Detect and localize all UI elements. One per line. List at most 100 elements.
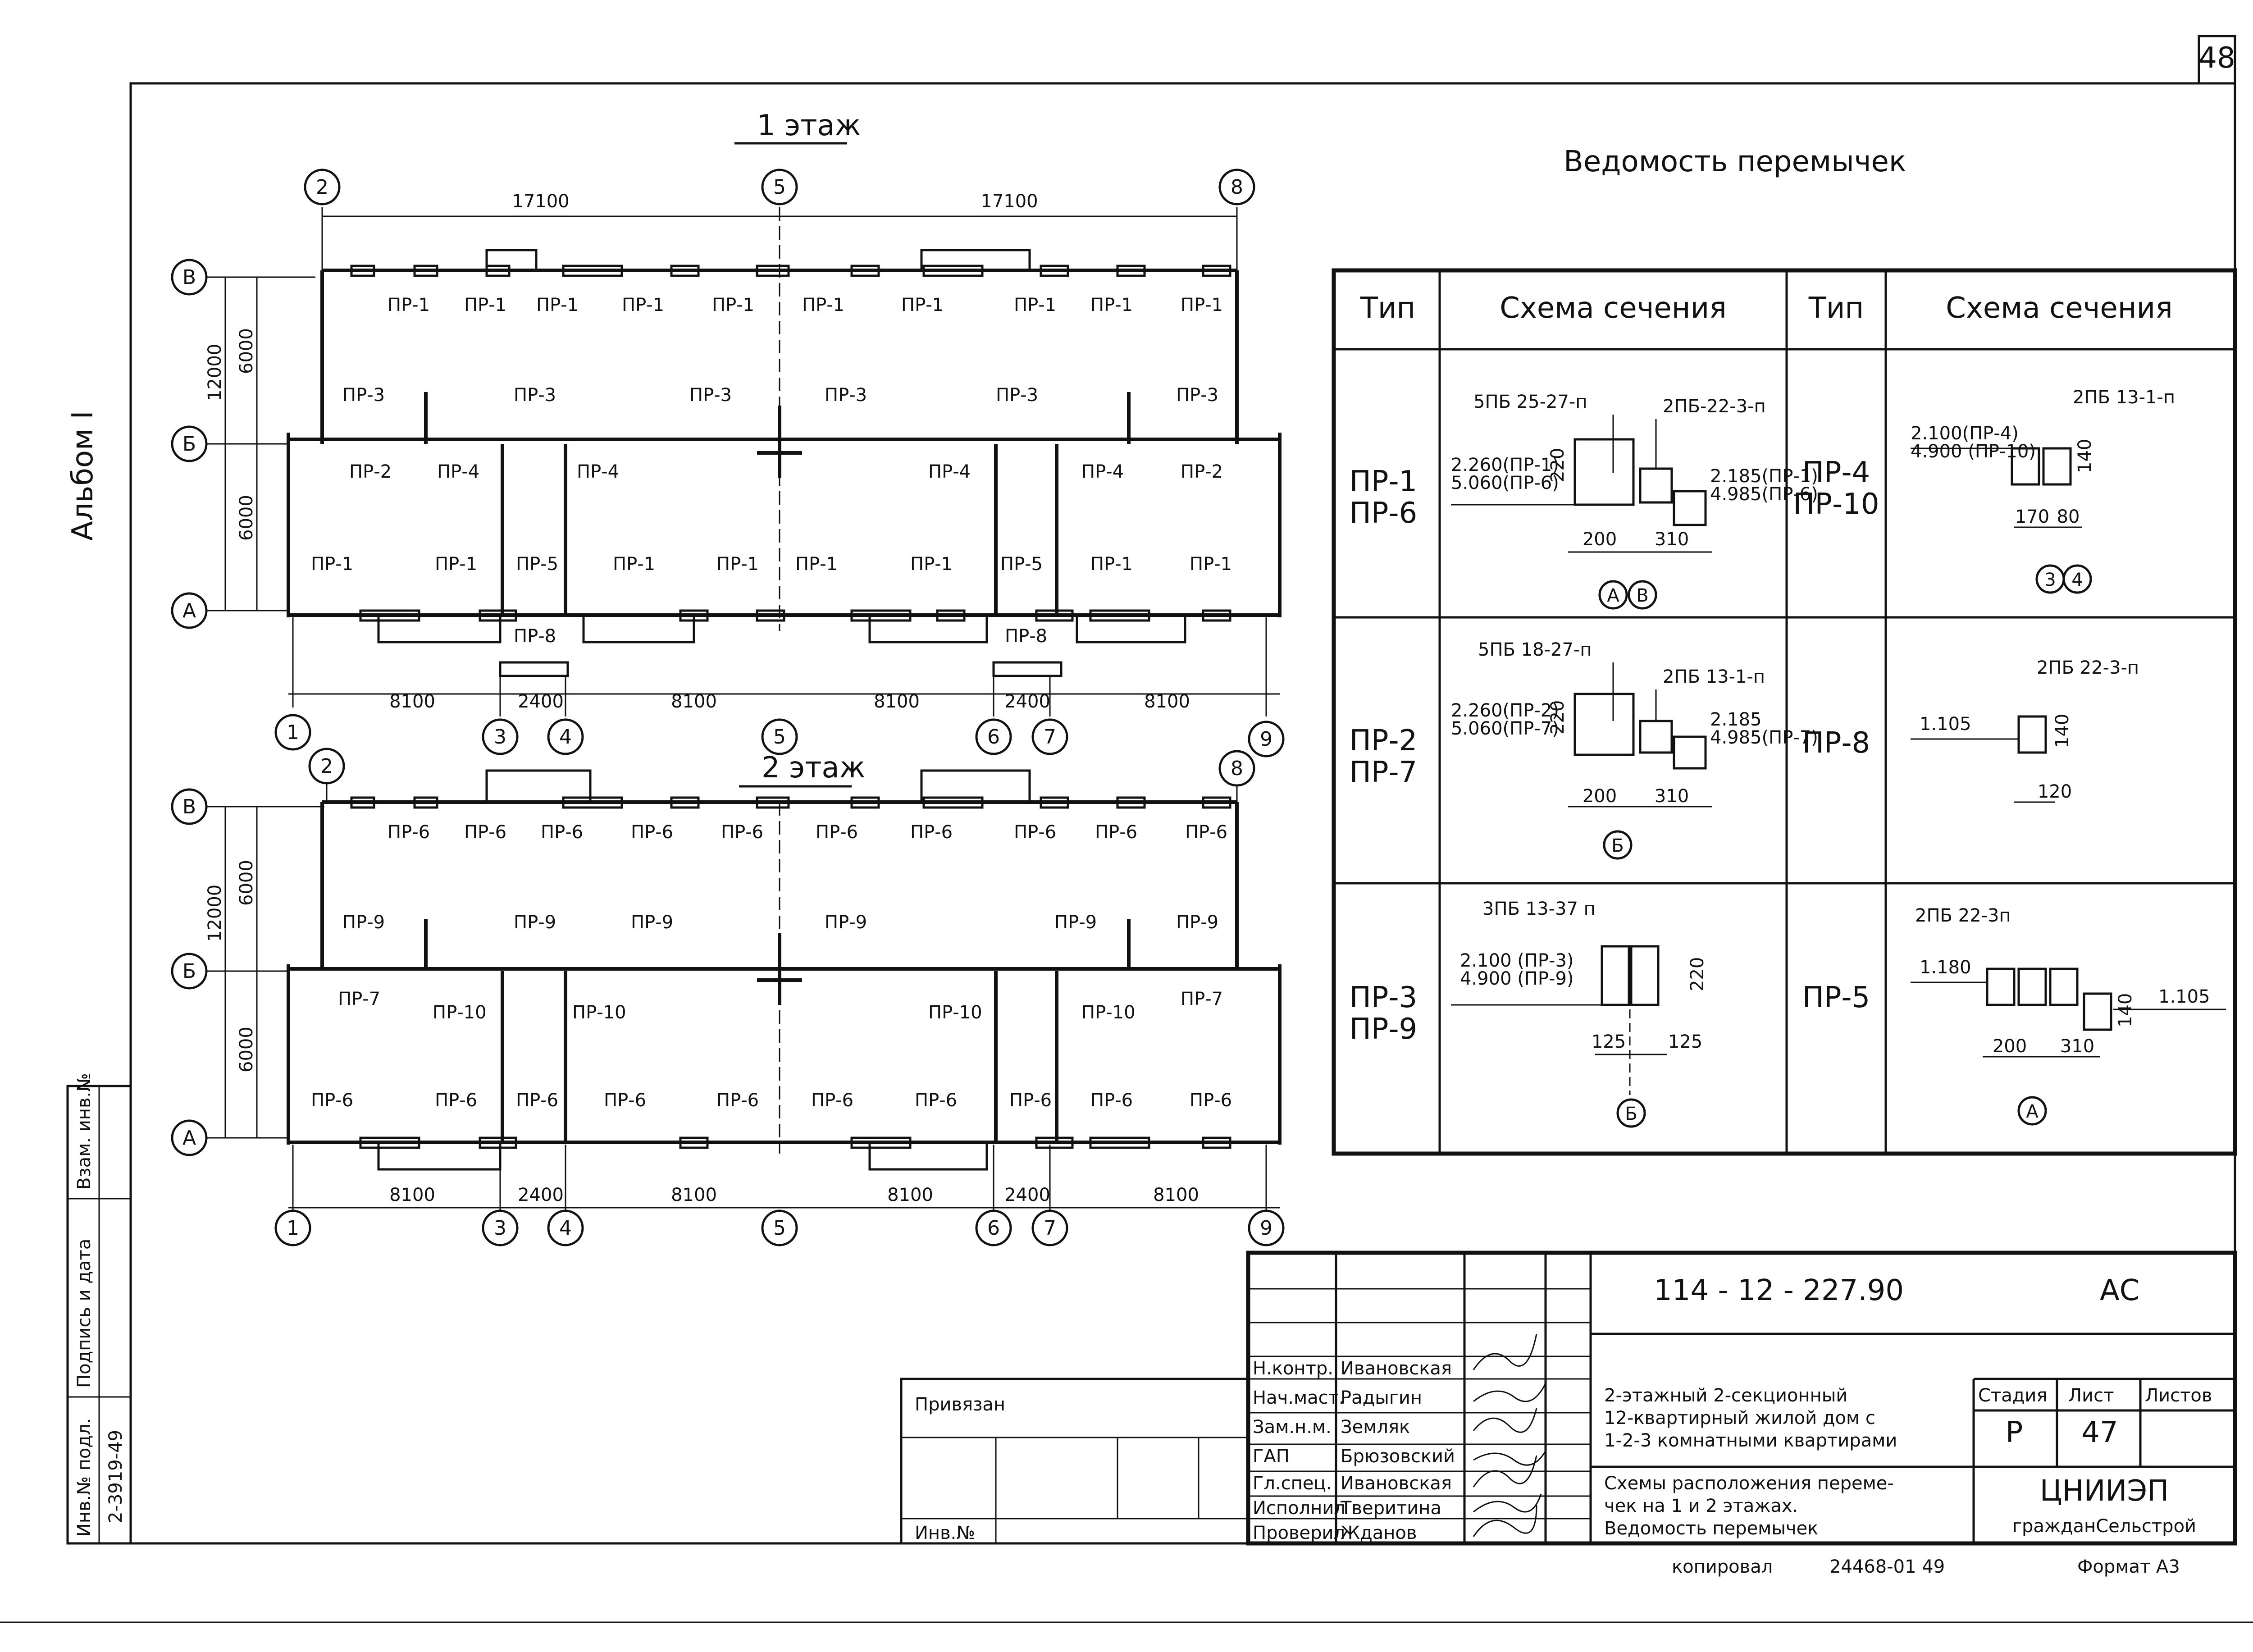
f2-dim-b-1: 2400 [518, 1185, 564, 1205]
f1-v-6: ПР-1 [901, 295, 944, 315]
role-2: Зам.н.м. [1253, 1417, 1332, 1438]
f2-v-4: ПР-6 [721, 822, 763, 843]
f1-a-9: ПР-1 [1190, 554, 1232, 575]
svg-text:2.185(ПР-1): 2.185(ПР-1) [1710, 466, 1818, 487]
svg-text:ПР-8: ПР-8 [1802, 726, 1870, 760]
f1-b-1: ПР-3 [514, 385, 556, 406]
floor1-row-b-labels: ПР-3 ПР-3 ПР-3 ПР-3 ПР-3 ПР-3 ПР-2 ПР-4 … [342, 385, 1223, 482]
floor1-plan: 1 этаж 2 5 8 17100 17100 В Б А 12000 600… [171, 109, 1285, 758]
floor2-row-v-labels: ПР-6 ПР-6 ПР-6 ПР-6 ПР-6 ПР-6 ПР-6 ПР-6 … [388, 822, 1227, 843]
page-number-box [2198, 35, 2236, 85]
bound-block: Привязан Инв.№ [900, 1378, 1250, 1545]
f1-axis-b-4: 6 [987, 726, 1000, 748]
f1-dim-left-0: 12000 [205, 344, 225, 401]
f1-b-0: ПР-3 [342, 385, 385, 406]
sheets-label: Листов [2145, 1385, 2212, 1406]
f2-dim-left-0: 12000 [205, 885, 225, 942]
floor1-row-a-labels: ПР-1 ПР-1 ПР-5 ПР-1 ПР-1 ПР-1 ПР-1 ПР-5 … [311, 554, 1232, 647]
floor1-left-axes: В Б А 12000 6000 6000 [171, 259, 315, 629]
f2-a-4: ПР-6 [716, 1090, 759, 1111]
f1-b2-0: ПР-2 [349, 461, 392, 482]
f1-v-8: ПР-1 [1090, 295, 1133, 315]
f1-axis-b-5: 7 [1044, 726, 1056, 748]
f1-axis-b-1: 3 [494, 726, 506, 748]
f1-a-7: ПР-5 [1000, 554, 1043, 575]
svg-text:2.260(ПР-1): 2.260(ПР-1) [1451, 455, 1559, 475]
f2-a-2: ПР-6 [516, 1090, 558, 1111]
f2-v-5: ПР-6 [816, 822, 858, 843]
f1-dim-top-0: 17100 [512, 191, 569, 212]
doc-mark: АС [2100, 1274, 2139, 1307]
schedule-title: Ведомость перемычек [1564, 145, 1906, 178]
stamp-col-2: Подпись и дата [74, 1239, 95, 1388]
name-2: Земляк [1341, 1417, 1410, 1438]
f2-dim-b-3: 8100 [887, 1185, 933, 1205]
format-label: Формат А3 [2077, 1556, 2180, 1577]
f2-b2-2: ПР-10 [572, 1002, 626, 1023]
f2-v-7: ПР-6 [1014, 822, 1056, 843]
role-0: Н.контр. [1253, 1358, 1333, 1379]
schedule-row-pr5: ПР-5 2ПБ 22-3п 1.180 1.105 140 200 310 А [1802, 905, 2226, 1126]
svg-text:В: В [1636, 585, 1648, 606]
f1-8-0: ПР-8 [514, 626, 556, 647]
f1-v-3: ПР-1 [622, 295, 664, 315]
name-6: Жданов [1341, 1523, 1417, 1543]
project-1: 12-квартирный жилой дом с [1604, 1408, 1875, 1428]
schedule-row-pr2: ПР-2 ПР-7 5ПБ 18-27-п 2ПБ 13-1-п 2.260(П… [1350, 639, 1818, 860]
floor1-row-v-labels: ПР-1 ПР-1 ПР-1 ПР-1 ПР-1 ПР-1 ПР-1 ПР-1 … [388, 295, 1223, 315]
col-type-2: Тип [1808, 292, 1864, 325]
f2-b-5: ПР-9 [1176, 912, 1218, 933]
f1-b2-3: ПР-4 [928, 461, 971, 482]
col-scheme-2: Схема сечения [1946, 292, 2172, 325]
f2-axis-b-6: 9 [1260, 1217, 1272, 1240]
floor2-walls [287, 769, 1282, 1171]
f2-b-3: ПР-9 [825, 912, 867, 933]
role-1: Нач.маст. [1253, 1387, 1345, 1408]
svg-text:ПР-6: ПР-6 [1350, 497, 1418, 530]
f1-a-0: ПР-1 [311, 554, 353, 575]
svg-text:140: 140 [2115, 993, 2136, 1027]
schedule-row-pr4: ПР-4 ПР-10 2ПБ 13-1-п 2.100(ПР-4) 4.900 … [1793, 387, 2175, 594]
lintel-schedule: Ведомость перемычек Тип Схема сечения Ти… [1332, 145, 2237, 1156]
svg-text:4.985(ПР-7): 4.985(ПР-7) [1710, 727, 1818, 748]
f1-a-6: ПР-1 [910, 554, 953, 575]
svg-text:2.100 (ПР-3): 2.100 (ПР-3) [1460, 950, 1574, 971]
name-5: Тверитина [1340, 1498, 1441, 1519]
album-label: Альбом I [66, 411, 100, 541]
f2-axis-left-1: Б [182, 960, 196, 983]
copy-code: 24468-01 49 [1829, 1556, 1945, 1577]
stage-value: Р [2006, 1416, 2023, 1449]
f1-a-1: ПР-1 [435, 554, 477, 575]
f1-b-4: ПР-3 [996, 385, 1038, 406]
f1-v-2: ПР-1 [536, 295, 579, 315]
f2-axis-left-0: В [182, 795, 196, 818]
stage-label: Стадия [1978, 1385, 2047, 1406]
sheet-label: Лист [2068, 1385, 2114, 1406]
svg-text:Б: Б [1625, 1104, 1637, 1124]
floor2-bottom-axes: 8100 2400 8100 8100 2400 8100 1 3 4 5 6 … [274, 1145, 1285, 1246]
title-block: 114 - 12 - 227.90 АС Н.контр. Нач.маст. … [1246, 1250, 2237, 1546]
floor2-row-a-labels: ПР-6 ПР-6 ПР-6 ПР-6 ПР-6 ПР-6 ПР-6 ПР-6 … [311, 1090, 1232, 1111]
f1-axis-b-0: 1 [287, 721, 299, 744]
page-number: 48 [2198, 41, 2235, 75]
floor1-bottom-axes: 8100 2400 8100 8100 2400 8100 1 3 4 5 6 … [274, 617, 1285, 758]
f1-a-8: ПР-1 [1090, 554, 1133, 575]
f1-axis-b-2: 4 [559, 726, 572, 748]
side-stamp: Взам. инв.№ Подпись и дата Инв.№ подл. 2… [66, 1073, 132, 1545]
project-0: 2-этажный 2-секционный [1604, 1385, 1847, 1406]
f1-b-3: ПР-3 [825, 385, 867, 406]
f2-axis-b-4: 6 [987, 1217, 1000, 1240]
svg-text:220: 220 [1687, 957, 1708, 991]
role-6: Проверил [1253, 1523, 1345, 1543]
f1-axis-b-3: 5 [773, 726, 786, 748]
svg-text:3: 3 [2044, 570, 2056, 590]
f2-v-3: ПР-6 [631, 822, 673, 843]
f1-axis-b-6: 9 [1260, 728, 1272, 751]
f2-a-3: ПР-6 [604, 1090, 646, 1111]
f1-dim-left-2: 6000 [236, 495, 257, 541]
svg-text:2ПБ 13-1-п: 2ПБ 13-1-п [1663, 666, 1765, 687]
role-4: Гл.спец. [1253, 1473, 1332, 1494]
sheet-title-2: Ведомость перемычек [1604, 1518, 1818, 1539]
f2-v-2: ПР-6 [541, 822, 583, 843]
